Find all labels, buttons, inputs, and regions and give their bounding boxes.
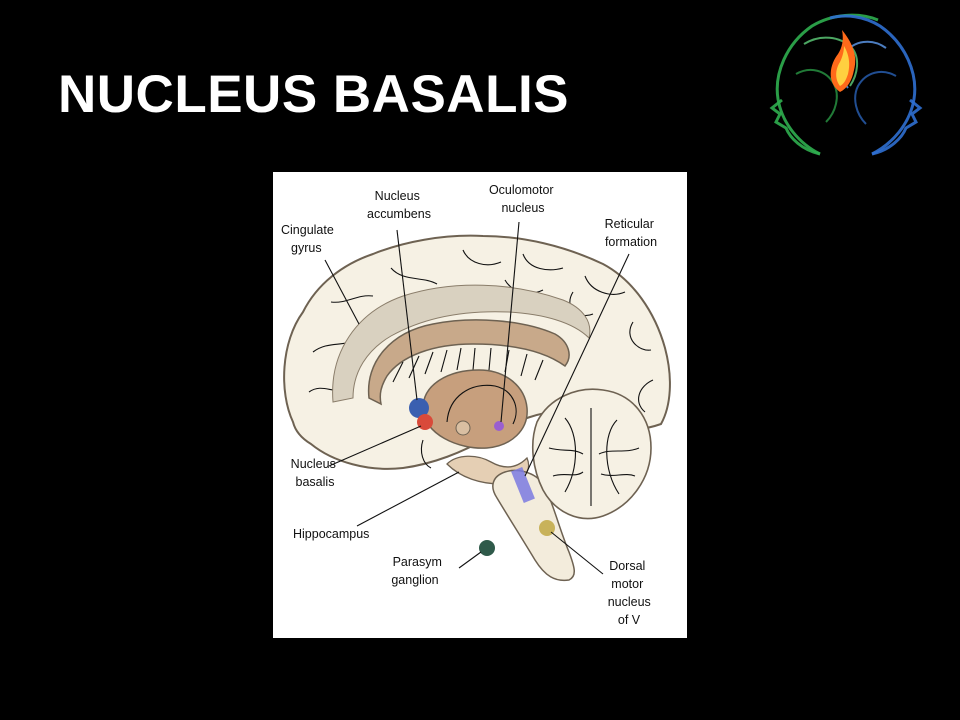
label-parasym-ganglion: Parasym ganglion: [391, 555, 445, 587]
label-nucleus-basalis: Nucleus basalis: [291, 457, 340, 489]
reticular-formation-bar: [511, 466, 535, 504]
slide-title: NUCLEUS BASALIS: [58, 65, 570, 124]
label-nucleus-accumbens: Nucleus accumbens: [367, 189, 431, 221]
corpus-callosum: [367, 319, 570, 406]
parasym-ganglion-dot: [479, 540, 495, 556]
brain-diagram: Nucleus accumbens Oculomotor nucleus Cin…: [273, 172, 687, 638]
cerebellum: [531, 388, 652, 520]
label-reticular-formation: Reticular formation: [605, 217, 658, 249]
nucleus-accumbens-dot: [409, 398, 429, 418]
label-dorsal-motor-nucleus: Dorsal motor nucleus of V: [608, 559, 655, 627]
cingulate-band: [332, 284, 591, 403]
nucleus-basalis-dot: [417, 414, 433, 430]
oculomotor-dot: [494, 421, 504, 431]
label-hippocampus: Hippocampus: [293, 527, 369, 541]
label-cingulate-gyrus: Cingulate gyrus: [281, 223, 337, 255]
label-oculomotor-nucleus: Oculomotor nucleus: [489, 183, 557, 215]
twin-heads-flame-logo-icon: [760, 4, 930, 162]
